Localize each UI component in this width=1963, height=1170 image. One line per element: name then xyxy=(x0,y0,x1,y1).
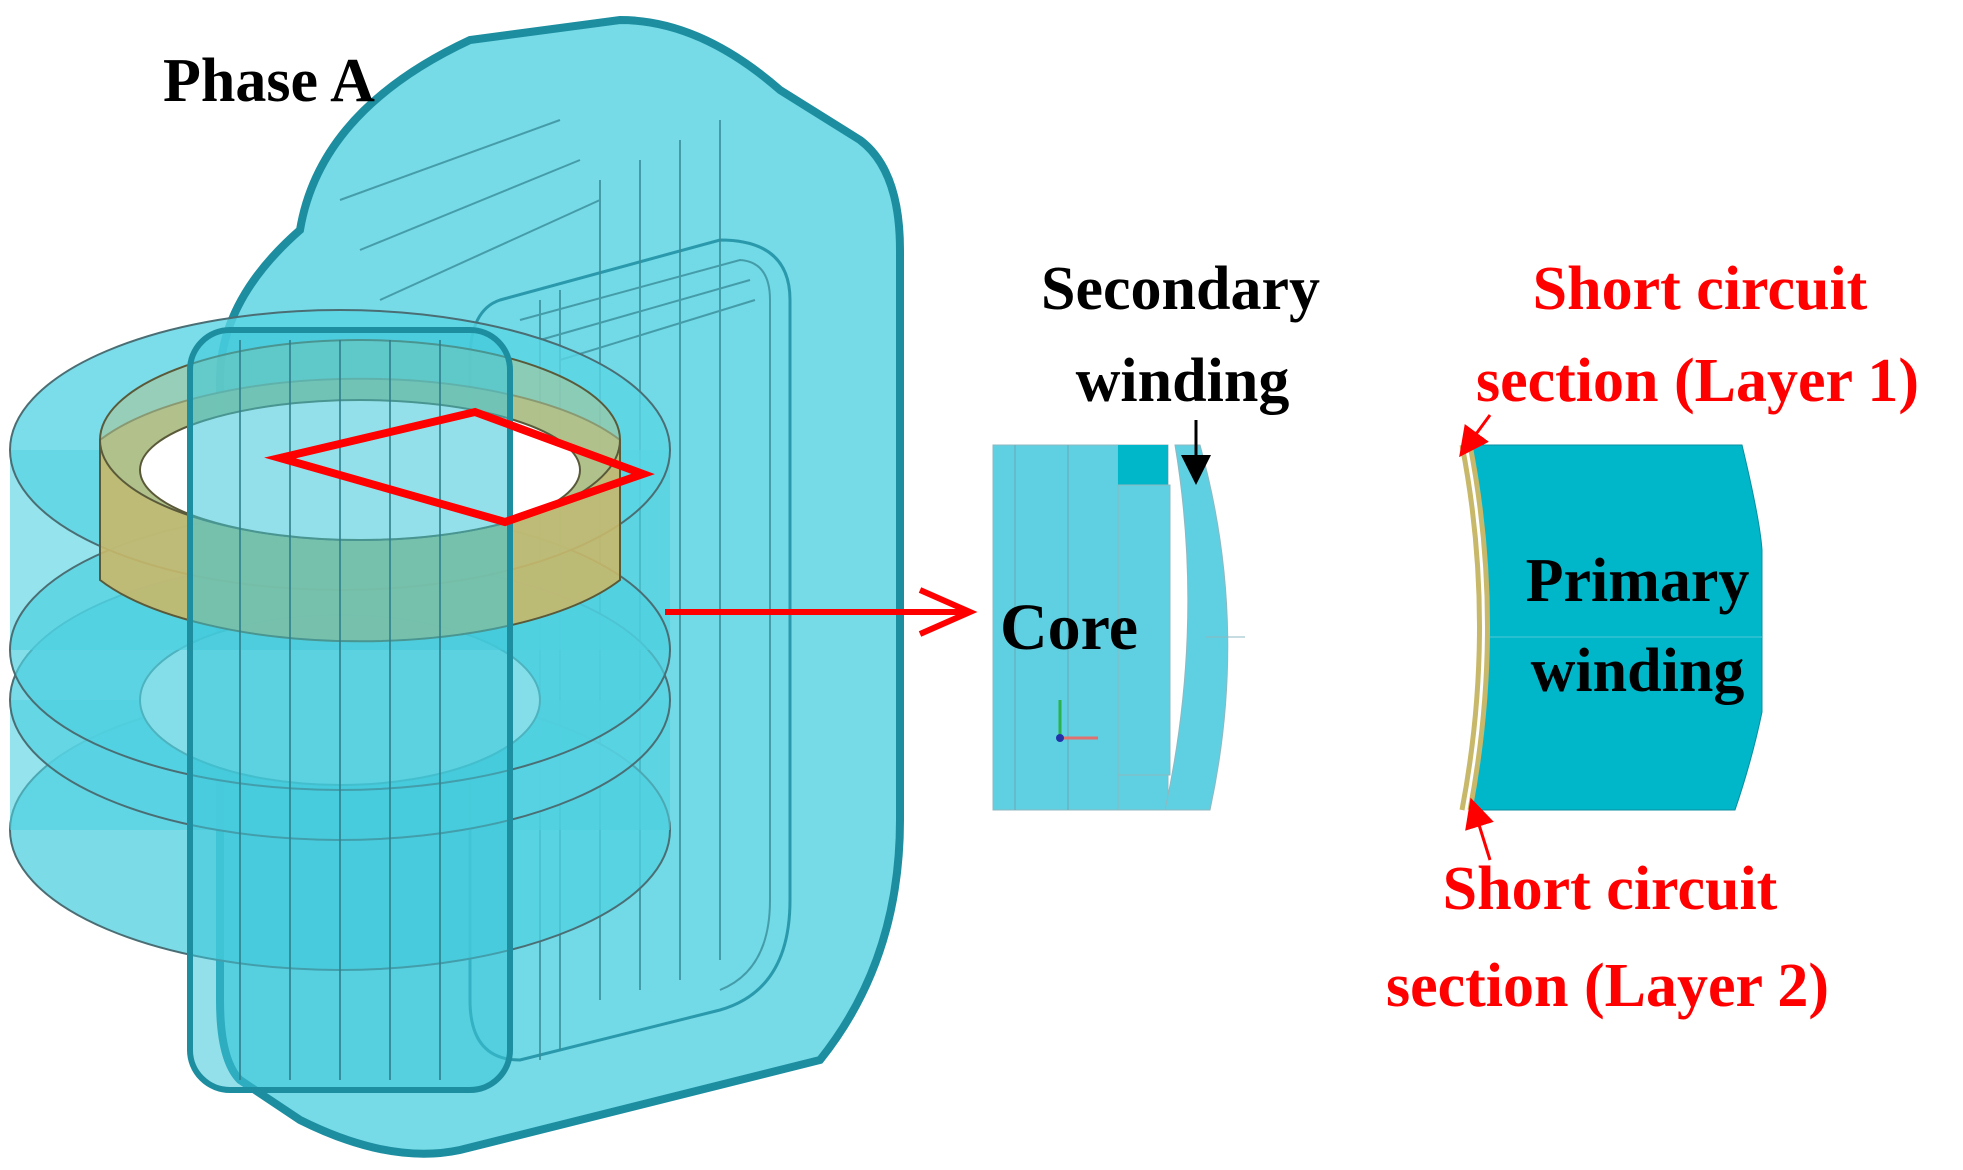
layer2-pointer-arrow-icon xyxy=(1465,797,1494,861)
cross-section-secondary-winding xyxy=(1164,444,1229,811)
short-circuit-layer2-label-line1: Short circuit xyxy=(1442,855,1778,923)
short-circuit-layer-1 xyxy=(1459,444,1482,811)
layer1-pointer-arrow-icon xyxy=(1459,414,1492,458)
transformer-3d-model xyxy=(9,15,904,1158)
short-circuit-layer-2 xyxy=(1467,444,1490,811)
secondary-winding-label-line1: Secondary xyxy=(1041,255,1320,323)
cross-section-core xyxy=(992,444,1171,811)
primary-winding-label-line2: winding xyxy=(1530,637,1745,705)
axis-triad-icon xyxy=(1056,700,1098,742)
short-circuit-layer1-label-line1: Short circuit xyxy=(1532,255,1868,323)
phase-label: Phase A xyxy=(163,47,375,115)
cross-section-primary-winding xyxy=(1469,444,1763,811)
core-label: Core xyxy=(1000,591,1139,664)
short-circuit-layer1-label-line2: section (Layer 1) xyxy=(1475,347,1920,415)
primary-winding-label-line1: Primary xyxy=(1525,547,1750,615)
secondary-winding-label-line2: winding xyxy=(1075,347,1290,415)
section-cut-marker xyxy=(264,407,655,527)
core-limb xyxy=(187,327,513,1093)
short-circuit-layer2-label-line2: section (Layer 2) xyxy=(1385,952,1830,1020)
